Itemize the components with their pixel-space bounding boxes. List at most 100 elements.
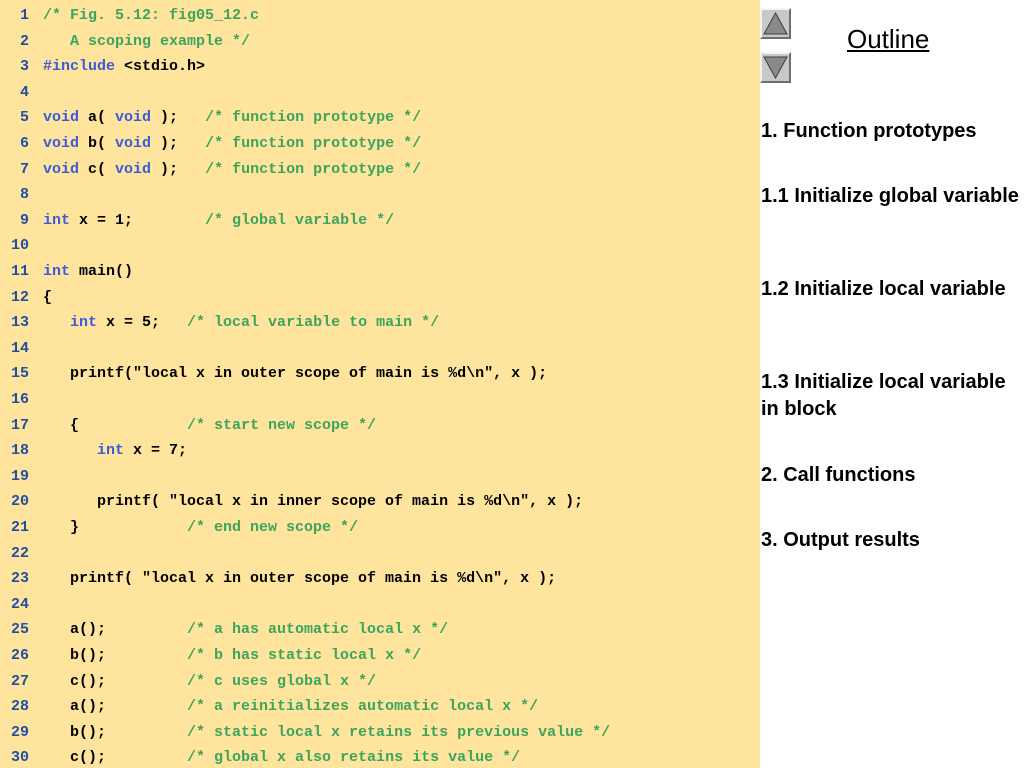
line-number: 29 — [10, 723, 29, 741]
code-token: b(); — [43, 723, 188, 741]
line-number: 12 — [10, 288, 29, 306]
code-text: /* Fig. 5.12: fig05_12.c — [43, 3, 259, 28]
code-comment: A scoping example */ — [43, 32, 251, 50]
code-token: printf( "local x in inner scope of main … — [43, 493, 584, 511]
line-number: 18 — [10, 442, 29, 460]
code-token: x = 5; — [97, 314, 188, 332]
line-number: 6 — [19, 135, 29, 152]
code-token — [43, 314, 70, 331]
code-comment: /* function prototype */ — [205, 160, 422, 178]
code-keyword: void — [43, 109, 80, 127]
code-keyword: int — [70, 314, 98, 332]
next-slide-button[interactable] — [760, 52, 791, 83]
line-number: 25 — [10, 621, 29, 639]
code-comment: /* static local x retains its previous v… — [187, 723, 611, 741]
line-number: 11 — [10, 263, 29, 280]
line-number: 14 — [10, 339, 29, 357]
code-text: #include <stdio.h> — [43, 54, 205, 79]
code-keyword: void — [115, 109, 152, 127]
outline-item-call-functions[interactable]: 2. Call functions — [761, 464, 916, 486]
code-text: c(); /* global x also retains its value … — [43, 745, 520, 768]
triangle-up-icon — [763, 11, 788, 35]
line-number: 20 — [10, 493, 29, 511]
code-comment: /* b has static local x */ — [187, 647, 422, 664]
code-text: void a( void ); /* function prototype */ — [43, 105, 421, 130]
code-comment: /* function prototype */ — [205, 135, 422, 152]
line-number: 8 — [19, 186, 29, 204]
code-text: int x = 1; /* global variable */ — [43, 208, 394, 233]
code-comment: /* start new scope */ — [187, 416, 377, 434]
outline-item-initialize-global-variable[interactable]: 1.1 Initialize global variable — [761, 185, 1019, 207]
outline-item-function-prototypes[interactable]: 1. Function prototypes — [761, 120, 977, 142]
code-token: c( — [79, 160, 116, 178]
code-text: void b( void ); /* function prototype */ — [43, 131, 421, 156]
line-number: 26 — [10, 647, 29, 664]
code-comment: /* function prototype */ — [205, 109, 422, 127]
outline-item-initialize-local-variable[interactable]: 1.2 Initialize local variable — [761, 278, 1006, 300]
code-text: printf( "local x in inner scope of main … — [43, 489, 583, 514]
code-token: a(); — [43, 621, 188, 639]
code-token: ); — [151, 160, 206, 178]
line-number: 19 — [10, 467, 29, 485]
line-number: 13 — [10, 314, 29, 332]
code-keyword: int — [43, 263, 71, 280]
code-keyword: void — [115, 160, 152, 178]
line-number: 21 — [10, 519, 29, 536]
code-text: a(); /* a reinitializes automatic local … — [43, 694, 538, 719]
code-token: main() — [70, 263, 134, 280]
line-number: 24 — [10, 595, 29, 613]
code-text: printf("local x in outer scope of main i… — [43, 361, 547, 386]
line-number: 5 — [19, 109, 29, 127]
code-comment: /* end new scope */ — [187, 519, 359, 536]
previous-slide-button[interactable] — [760, 8, 791, 39]
code-text: int main() — [43, 259, 133, 284]
code-keyword: void — [115, 135, 152, 152]
outline-item-output-results[interactable]: 3. Output results — [761, 529, 920, 551]
code-text: b(); /* b has static local x */ — [43, 643, 421, 668]
code-token: ); — [151, 135, 206, 152]
code-token: { — [43, 288, 53, 306]
code-comment: /* a has automatic local x */ — [187, 621, 449, 639]
line-number: 30 — [10, 749, 29, 767]
code-text: b(); /* static local x retains its previ… — [43, 720, 610, 745]
outline-item-initialize-local-variable-in-block[interactable]: 1.3 Initialize local variable in block — [761, 371, 1006, 420]
code-text: } /* end new scope */ — [43, 515, 358, 540]
code-keyword: int — [43, 211, 71, 229]
code-token: printf( "local x in outer scope of main … — [43, 570, 557, 588]
code-token: a(); — [43, 698, 188, 716]
code-token — [43, 442, 97, 459]
code-text: int x = 7; — [43, 438, 187, 463]
line-number: 1 — [19, 7, 29, 24]
outline-title[interactable]: Outline — [847, 24, 930, 54]
line-number: 15 — [10, 365, 29, 383]
line-number: 3 — [19, 58, 29, 76]
code-token: c(); — [43, 749, 188, 767]
code-text: c(); /* c uses global x */ — [43, 669, 376, 694]
code-comment: /* global x also retains its value */ — [187, 749, 521, 767]
code-token: c(); — [43, 672, 188, 690]
line-number: 27 — [10, 672, 29, 690]
code-token: x = 7; — [124, 442, 188, 460]
code-token: x = 1; — [70, 211, 206, 229]
code-keyword: void — [43, 135, 80, 152]
code-text: void c( void ); /* function prototype */ — [43, 157, 421, 182]
triangle-down-icon — [763, 56, 788, 80]
code-token: { — [43, 416, 188, 434]
line-number: 22 — [10, 544, 29, 562]
line-number: 10 — [10, 237, 29, 255]
line-number: 4 — [19, 83, 29, 101]
code-comment: /* global variable */ — [205, 211, 395, 229]
code-keyword: void — [43, 160, 80, 178]
code-keyword: int — [97, 442, 125, 460]
code-comment: /* a reinitializes automatic local x */ — [187, 698, 539, 716]
code-token: } — [43, 519, 188, 536]
code-text: a(); /* a has automatic local x */ — [43, 617, 448, 642]
code-text: { /* start new scope */ — [43, 413, 376, 438]
code-token: ); — [151, 109, 206, 127]
line-number: 9 — [19, 211, 29, 229]
code-token: printf("local x in outer scope of main i… — [43, 365, 548, 383]
line-number: 23 — [10, 570, 29, 588]
code-token: b( — [79, 135, 116, 152]
